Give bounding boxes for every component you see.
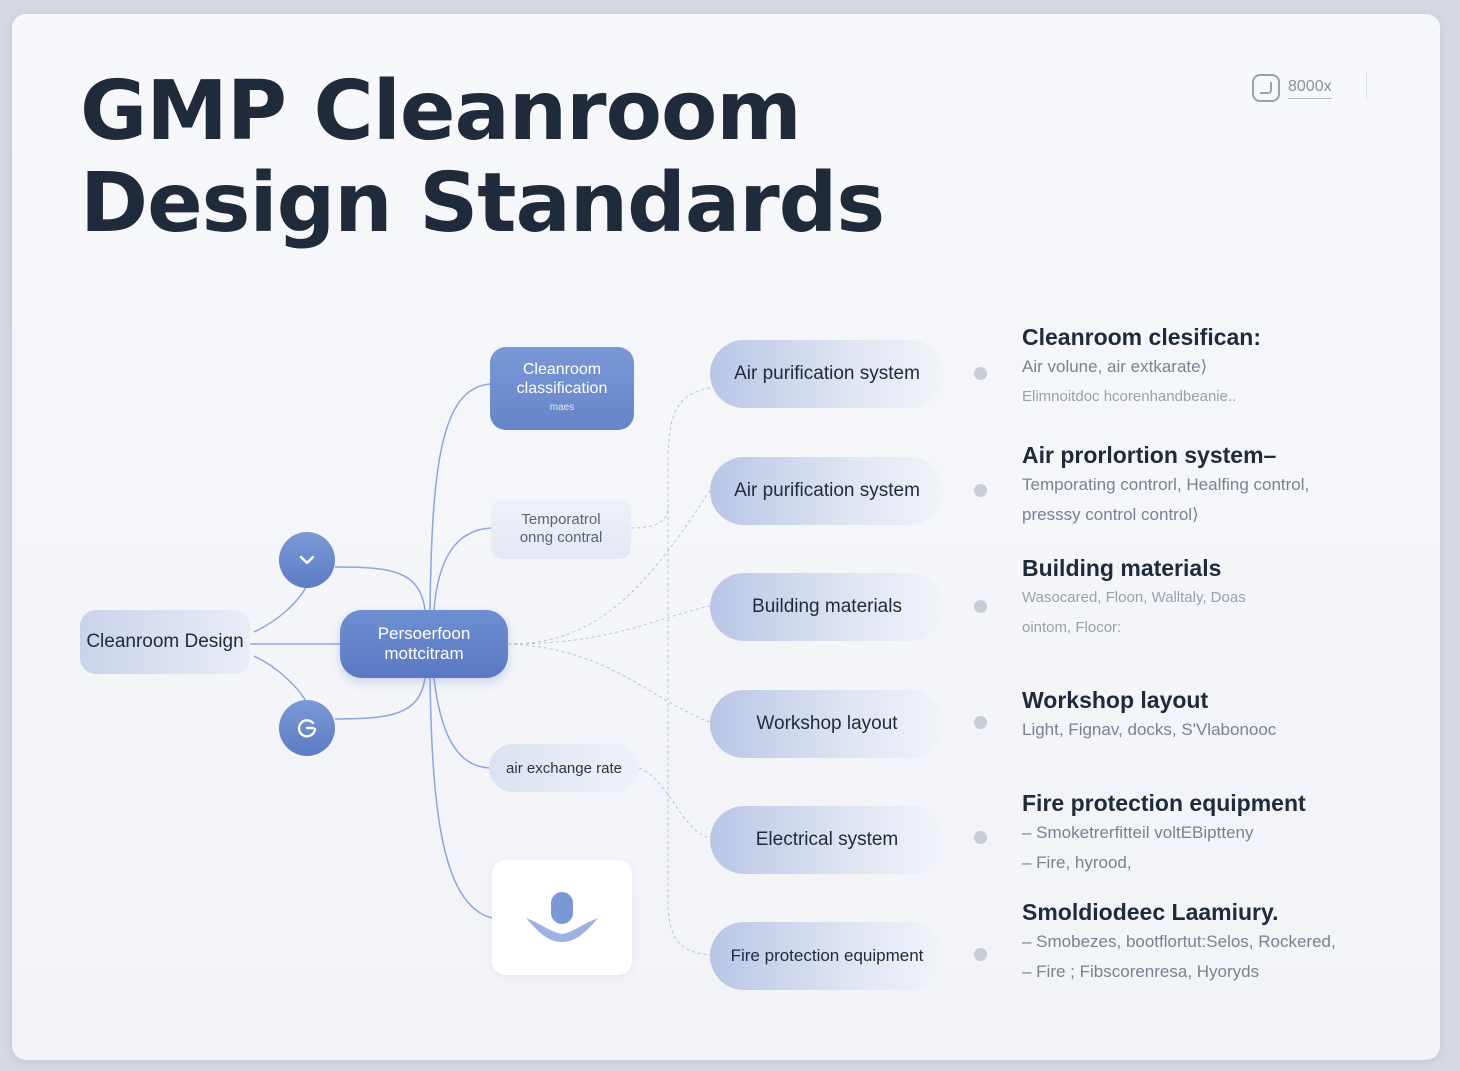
system-pill-label: Electrical system xyxy=(755,829,899,850)
system-pill-5[interactable]: Electrical system xyxy=(710,806,944,874)
bullet-dot xyxy=(974,716,987,729)
classification-line-2: classification xyxy=(516,380,608,397)
classification-node[interactable]: Cleanroom classification maes xyxy=(490,347,634,430)
description-block-6: Smoldiodeec Laamiury. – Smobezes, bootfl… xyxy=(1022,898,1422,986)
connector-down-center xyxy=(334,566,426,611)
system-pill-1[interactable]: Air purification system xyxy=(710,340,944,408)
connector-image xyxy=(429,677,493,919)
slide-card xyxy=(12,14,1440,1060)
dash-center-pill4 xyxy=(507,643,711,723)
person-icon xyxy=(526,891,598,942)
temperature-node[interactable]: Temporatrol onng contral xyxy=(491,499,631,559)
system-pill-label: Fire protection equipment xyxy=(730,946,924,965)
description-line: Elimnoitdoc hcorenhandbeanie.. xyxy=(1022,388,1237,405)
description-block-3: Building materials Wasocared, Floon, Wal… xyxy=(1022,554,1422,642)
center-node-line-1: Persoerfoon xyxy=(377,624,471,643)
description-line: – Smobezes, bootflortut:Selos, Rockered, xyxy=(1022,932,1336,951)
chevron-down-icon xyxy=(299,555,315,565)
air-exchange-node[interactable]: air exchange rate xyxy=(489,744,639,792)
connector-air xyxy=(433,677,490,769)
description-line: ointom, Flocor: xyxy=(1022,619,1122,636)
dash-spine xyxy=(667,387,711,956)
system-pill-2[interactable]: Air purification system xyxy=(710,457,944,525)
connector-class xyxy=(429,383,491,611)
bullet-dot xyxy=(974,367,987,380)
description-line: presssy control control⟩ xyxy=(1022,505,1199,524)
dash-air-pill5 xyxy=(638,767,711,839)
description-title: Cleanroom clesifican: xyxy=(1022,324,1262,350)
description-block-4: Workshop layout Light, Fignav, docks, S'… xyxy=(1022,686,1422,744)
center-node-line-2: mottcitram xyxy=(384,644,464,663)
center-node[interactable]: Persoerfoon mottcitram xyxy=(340,610,508,678)
description-title: Building materials xyxy=(1022,555,1222,581)
refresh-icon xyxy=(297,719,317,738)
classification-sub: maes xyxy=(549,402,575,413)
root-node-label: Cleanroom Design xyxy=(86,631,244,652)
description-title: Smoldiodeec Laamiury. xyxy=(1022,899,1279,925)
description-line: Wasocared, Floon, Walltaly, Doas xyxy=(1022,589,1246,606)
temperature-line-1: Temporatrol xyxy=(521,511,601,528)
system-pill-label: Workshop layout xyxy=(756,713,898,734)
description-title: Workshop layout xyxy=(1022,687,1209,713)
system-pill-label: Air purification system xyxy=(734,363,920,384)
zoom-badge-label: 8000x xyxy=(1288,78,1332,99)
description-title: Fire protection equipment xyxy=(1022,790,1306,816)
system-pill-6[interactable]: Fire protection equipment xyxy=(710,922,944,990)
connector-temp xyxy=(433,527,492,611)
bullet-dot xyxy=(974,600,987,613)
zoom-badge[interactable]: 8000x xyxy=(1252,74,1332,102)
temperature-line-2: onng contral xyxy=(519,529,603,546)
description-line: – Fire, hyrood, xyxy=(1022,853,1132,872)
description-block-1: Cleanroom clesifican: Air volune, air ex… xyxy=(1022,323,1422,411)
bullet-dot xyxy=(974,484,987,497)
description-line: – Fire ; Fibscorenresa, Hyoryds xyxy=(1022,962,1260,981)
description-line: Temporating controrl, Healfing control, xyxy=(1022,475,1310,494)
description-title: Air prorlortion system– xyxy=(1022,442,1277,468)
divider xyxy=(1366,72,1367,100)
description-line: – Smoketrerfitteil voltEBiptteny xyxy=(1022,823,1254,842)
connector-refresh-center xyxy=(334,677,426,720)
system-pill-label: Building materials xyxy=(752,596,902,617)
air-exchange-label: air exchange rate xyxy=(506,759,622,777)
description-line: Light, Fignav, docks, S'Vlabonooc xyxy=(1022,720,1277,739)
system-pill-4[interactable]: Workshop layout xyxy=(710,690,944,758)
connector-root-refresh xyxy=(253,655,308,704)
image-node[interactable] xyxy=(492,860,632,975)
classification-line-1: Cleanroom xyxy=(522,361,602,378)
page-title: GMP Cleanroom Design Standards xyxy=(80,64,885,251)
description-line: Air volune, air extkarate⟩ xyxy=(1022,357,1208,376)
connector-root-down xyxy=(253,584,308,633)
refresh-button[interactable] xyxy=(279,700,335,756)
bullet-dot xyxy=(974,831,987,844)
description-block-5: Fire protection equipment – Smoketrerfit… xyxy=(1022,789,1422,877)
system-pill-3[interactable]: Building materials xyxy=(710,573,944,641)
link-icon xyxy=(1252,74,1280,102)
title-line-2: Design Standards xyxy=(80,156,885,251)
title-line-1: GMP Cleanroom xyxy=(80,64,802,159)
system-pill-label: Air purification system xyxy=(734,480,920,501)
bullet-dot xyxy=(974,948,987,961)
expand-button[interactable] xyxy=(279,532,335,588)
dash-temp xyxy=(630,499,669,529)
description-block-2: Air prorlortion system– Temporating cont… xyxy=(1022,441,1422,529)
root-node[interactable]: Cleanroom Design xyxy=(80,610,250,674)
